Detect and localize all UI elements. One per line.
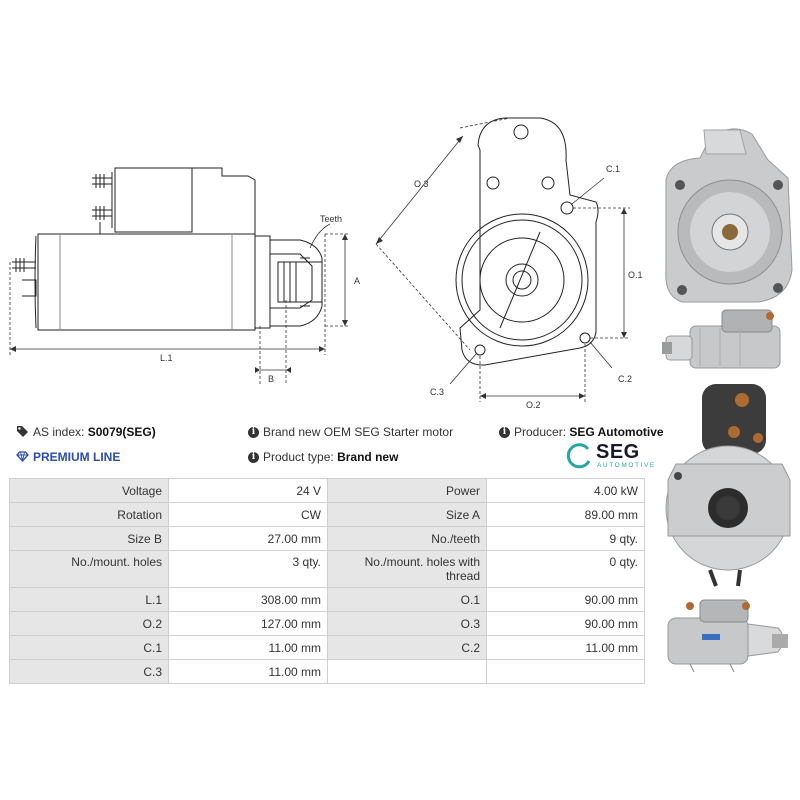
label-c2: C.2 [618, 374, 632, 384]
as-index-value: S0079(SEG) [87, 425, 156, 439]
spec-label: No./mount. holes with thread [327, 550, 487, 588]
photo-front-view [665, 128, 793, 303]
product-type-label: Product type: [263, 450, 334, 464]
spec-value: 90.00 mm [486, 587, 645, 612]
description: i Brand new OEM SEG Starter motor [248, 425, 453, 439]
spec-label: O.1 [327, 587, 487, 612]
spec-label: Size A [327, 502, 487, 527]
label-o3: O.3 [414, 179, 429, 189]
table-row: O.2 127.00 mm O.3 90.00 mm [9, 611, 645, 636]
label-teeth: Teeth [320, 214, 342, 224]
table-row: L.1 308.00 mm O.1 90.00 mm [9, 587, 645, 612]
label-c1: C.1 [606, 164, 620, 174]
photo-side-view [662, 309, 781, 369]
description-text: Brand new OEM SEG Starter motor [263, 425, 454, 439]
info-icon: i [248, 427, 259, 439]
product-type: i Product type: Brand new [248, 450, 398, 464]
spec-value: 3 qty. [168, 550, 328, 588]
spec-label: No./teeth [327, 526, 487, 551]
diamond-icon [16, 451, 29, 465]
photo-rear-view [665, 384, 791, 587]
producer: i Producer: SEG Automotive [499, 425, 664, 439]
photo-angle-view [667, 599, 788, 673]
table-row: C.3 11.00 mm [9, 659, 645, 684]
spec-table: Voltage 24 V Power 4.00 kW Rotation CW S… [9, 478, 645, 684]
spec-value: 308.00 mm [168, 587, 328, 612]
spec-label: C.3 [9, 659, 169, 684]
product-type-value: Brand new [337, 450, 399, 464]
table-row: Rotation CW Size A 89.00 mm [9, 502, 645, 527]
spec-label: Voltage [9, 478, 169, 503]
info-icon: i [499, 427, 510, 439]
seg-logo: SEG AUTOMOTIVE [566, 441, 654, 471]
producer-value: SEG Automotive [569, 425, 664, 439]
info-icon: i [248, 452, 259, 464]
label-c3: C.3 [430, 387, 444, 397]
spec-label: O.3 [327, 611, 487, 636]
spec-value: 11.00 mm [486, 635, 645, 660]
premium-line: PREMIUM LINE [16, 450, 120, 465]
table-row: Voltage 24 V Power 4.00 kW [9, 478, 645, 503]
seg-logo-mark [566, 443, 591, 469]
table-row: No./mount. holes 3 qty. No./mount. holes… [9, 550, 645, 588]
spec-value: 4.00 kW [486, 478, 645, 503]
spec-label: C.1 [9, 635, 169, 660]
table-row: Size B 27.00 mm No./teeth 9 qty. [9, 526, 645, 551]
front-view-drawing: O.3 C.1 O.1 C.2 C.3 O.2 [375, 117, 643, 410]
label-a: A [354, 276, 360, 286]
spec-value: 11.00 mm [168, 635, 328, 660]
label-b: B [268, 374, 274, 384]
spec-label: O.2 [9, 611, 169, 636]
as-index: AS index: S0079(SEG) [16, 425, 156, 440]
label-o1: O.1 [628, 270, 643, 280]
label-l1: L.1 [160, 353, 173, 363]
seg-logo-name: SEG [596, 441, 640, 463]
spec-value: 11.00 mm [168, 659, 328, 684]
spec-value: 24 V [168, 478, 328, 503]
spec-value [486, 659, 645, 684]
seg-logo-subtitle: AUTOMOTIVE [597, 462, 656, 469]
spec-value: CW [168, 502, 328, 527]
spec-label: Rotation [9, 502, 169, 527]
spec-label: Size B [9, 526, 169, 551]
spec-value: 89.00 mm [486, 502, 645, 527]
spec-value: 9 qty. [486, 526, 645, 551]
spec-value: 27.00 mm [168, 526, 328, 551]
producer-label: Producer: [514, 425, 567, 439]
spec-value: 127.00 mm [168, 611, 328, 636]
spec-label: L.1 [9, 587, 169, 612]
table-row: C.1 11.00 mm C.2 11.00 mm [9, 635, 645, 660]
spec-label: C.2 [327, 635, 487, 660]
as-index-label: AS index: [33, 425, 85, 439]
spec-label: No./mount. holes [9, 550, 169, 588]
tag-icon [16, 425, 29, 440]
spec-value: 0 qty. [486, 550, 645, 588]
side-view-drawing: Teeth A L.1 B [9, 167, 360, 385]
premium-line-text: PREMIUM LINE [33, 450, 121, 464]
spec-label: Power [327, 478, 487, 503]
spec-value: 90.00 mm [486, 611, 645, 636]
spec-label [327, 659, 487, 684]
label-o2: O.2 [526, 400, 541, 410]
